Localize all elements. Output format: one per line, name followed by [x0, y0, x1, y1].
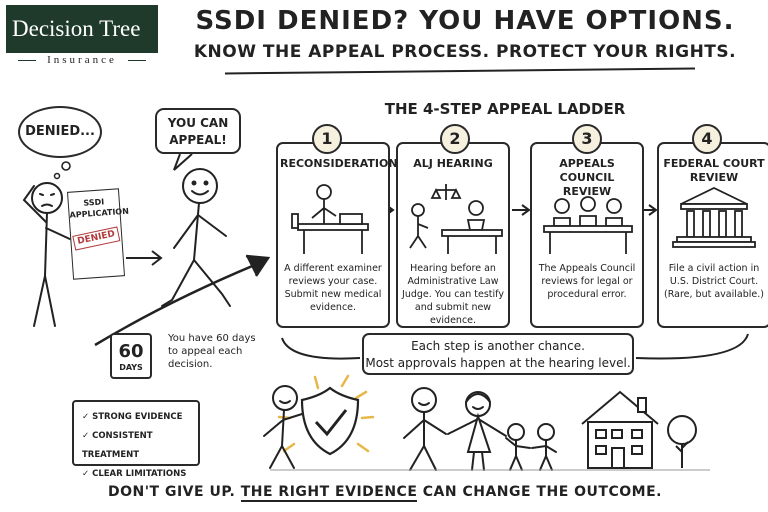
footer-message: DON'T GIVE UP. THE RIGHT EVIDENCE CAN CH…	[90, 484, 680, 502]
council-panel-icon	[543, 196, 633, 254]
appeal-bubble-line: APPEAL!	[169, 133, 227, 147]
checklist-label: STRONG EVIDENCE	[92, 412, 183, 422]
step-description: File a civil action in U.S. District Cou…	[664, 263, 764, 300]
denied-thought-bubble: DENIED...	[18, 106, 102, 158]
step-heading: APPEALS COUNCIL REVIEW	[559, 157, 615, 198]
step-card-appeals-council: APPEALS COUNCIL REVIEW The Appeals Counc…	[530, 142, 644, 328]
denied-stamp: DENIED	[72, 226, 121, 251]
page-title: SSDI DENIED? YOU HAVE OPTIONS.	[195, 6, 735, 36]
step-number-badge: 2	[440, 124, 470, 154]
step-number-badge: 1	[312, 124, 342, 154]
family-icon	[403, 387, 557, 471]
check-icon: ✓	[82, 469, 93, 479]
step-description: Hearing before an Administrative Law Jud…	[402, 263, 504, 326]
check-icon: ✓	[82, 412, 93, 422]
appeal-speech-bubble: YOU CAN APPEAL!	[155, 108, 241, 154]
step-card-alj-hearing: ALJ HEARING Hearing before an Administra…	[396, 142, 510, 328]
step-heading: ALJ HEARING	[413, 157, 493, 170]
ladder-summary-box: Each step is another chance. Most approv…	[362, 333, 634, 375]
house-icon	[581, 390, 659, 469]
step-number-badge: 3	[572, 124, 602, 154]
courthouse-icon	[672, 186, 756, 248]
ssdi-application-paper: SSDI APPLICATION DENIED	[66, 188, 130, 280]
thought-dot	[53, 172, 61, 180]
logo-sub-text: Insurance	[47, 54, 117, 66]
footer-highlight: THE RIGHT EVIDENCE	[240, 484, 418, 502]
step-number-badge: 4	[692, 124, 722, 154]
checklist-item: ✓ STRONG EVIDENCE	[82, 408, 198, 427]
step-card-reconsideration: RECONSIDERATION A different examiner rev…	[276, 142, 398, 328]
logo: Decision Tree	[6, 5, 158, 53]
checklist-item: ✓ CLEAR LIMITATIONS	[82, 465, 198, 484]
shield-check-icon	[277, 374, 375, 456]
paper-subtitle: APPLICATION	[69, 206, 130, 220]
evidence-checklist: ✓ STRONG EVIDENCE ✓ CONSISTENT TREATMENT…	[72, 400, 200, 479]
checklist-label: CONSISTENT TREATMENT	[82, 431, 153, 460]
step-card-federal-court: FEDERAL COURT REVIEW File a civil action…	[657, 142, 768, 328]
calendar-number: 60	[118, 341, 144, 362]
step-heading: FEDERAL COURT REVIEW	[663, 157, 765, 184]
walking-person-icon	[161, 168, 231, 307]
arrow-right-icon	[126, 250, 163, 266]
checklist-label: CLEAR LIMITATIONS	[92, 469, 187, 479]
worried-person-icon	[22, 182, 73, 327]
step-description: A different examiner reviews your case. …	[284, 263, 382, 313]
summary-line: Most approvals happen at the hearing lev…	[365, 356, 631, 370]
logo-subtitle: Insurance	[6, 54, 158, 66]
checklist-item: ✓ CONSISTENT TREATMENT	[82, 427, 198, 465]
footer-text: DON'T GIVE UP.	[108, 484, 241, 500]
examiner-desk-icon	[291, 184, 369, 254]
summary-line: Each step is another chance.	[411, 339, 585, 353]
tree-icon	[667, 415, 697, 468]
calendar-icon: 60 DAYS	[110, 333, 152, 379]
calendar-unit: DAYS	[119, 363, 143, 372]
confident-person-icon	[263, 385, 303, 469]
deadline-text: You have 60 days to appeal each decision…	[168, 333, 256, 370]
thought-dot	[61, 161, 71, 171]
check-icon: ✓	[82, 431, 93, 441]
bubble-tail	[173, 153, 193, 171]
step-heading: RECONSIDERATION	[280, 157, 398, 170]
ladder-bracket	[281, 333, 749, 360]
appeal-bubble-line: YOU CAN	[167, 116, 229, 130]
judge-hearing-icon	[409, 184, 503, 254]
step-description: The Appeals Council reviews for legal or…	[538, 263, 636, 300]
page-subtitle: KNOW THE APPEAL PROCESS. PROTECT YOUR RI…	[193, 42, 737, 62]
footer-text: CAN CHANGE THE OUTCOME.	[417, 484, 662, 500]
logo-brand: Decision Tree	[12, 16, 141, 41]
ladder-title: THE 4-STEP APPEAL LADDER	[384, 100, 626, 118]
